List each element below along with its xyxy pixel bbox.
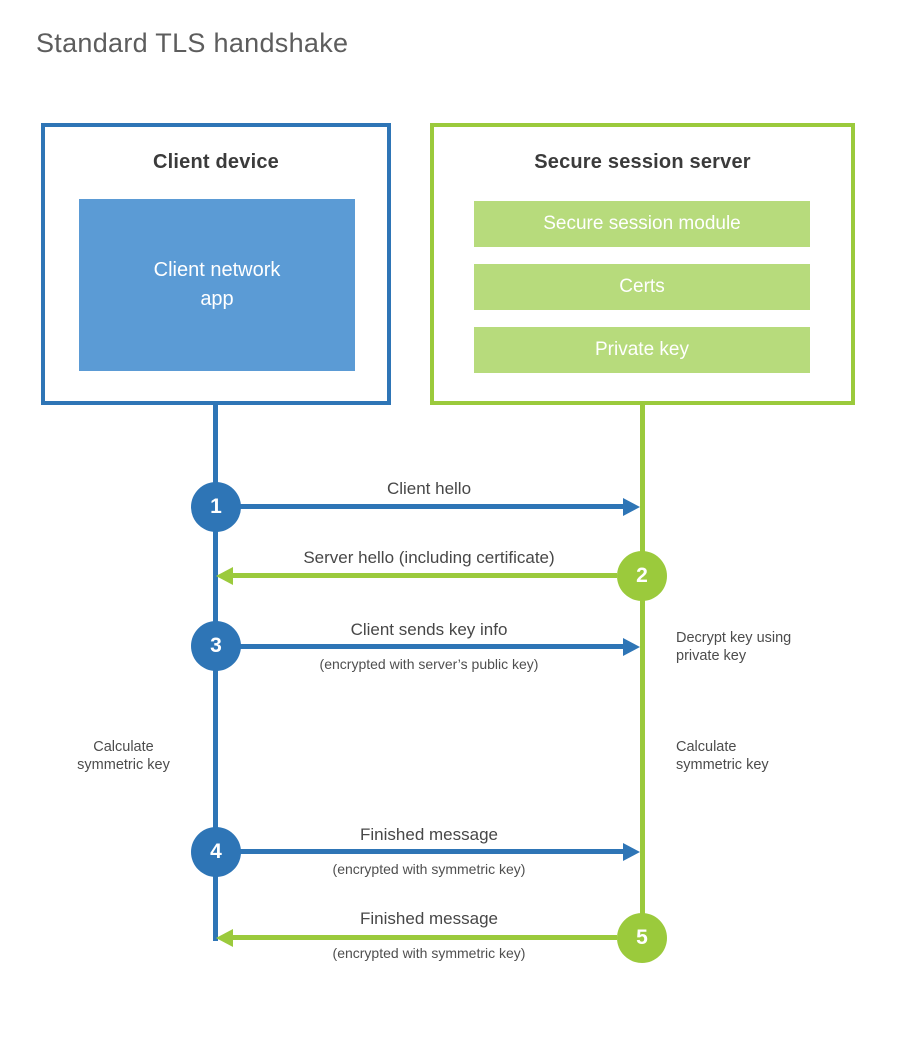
client-device-title: Client device [153,151,279,173]
client-app-label-line2: app [200,288,234,310]
step3-badge: 3 [191,621,241,671]
note-calc-left-line1: Calculate [93,739,154,755]
step2-arrowhead-left-icon [216,567,233,585]
step5-sublabel: (encrypted with symmetric key) [332,945,526,961]
note-calc-right-line1: Calculate [676,739,737,755]
step5-arrow-shaft [233,935,617,940]
step1-badge: 1 [191,482,241,532]
step1-arrow-shaft [240,504,624,509]
step5-arrowhead-left-icon [216,929,233,947]
step2-arrow-shaft [233,573,617,578]
note-decrypt-line2: private key [676,647,747,664]
step4-arrow-shaft [240,849,624,854]
step4-sublabel: (encrypted with symmetric key) [332,861,526,877]
client-network-app-box: Client network app [79,199,355,371]
client-lifeline [213,404,218,941]
step4-label: Finished message [360,825,498,844]
step4-badge: 4 [191,827,241,877]
step5-badge: 5 [617,913,667,963]
note-calculate-symmetric-key-server: Calculate symmetric key [676,739,769,774]
step3-arrowhead-right-icon [623,638,640,656]
note-decrypt-line1: Decrypt key using [676,630,792,646]
step2-badge: 2 [617,551,667,601]
step1-label: Client hello [386,479,472,498]
page-title: Standard TLS handshake [36,28,349,58]
step3-sublabel: (encrypted with server’s public key) [319,656,539,672]
server-row-secure-session-module: Secure session module [474,201,810,247]
step4-arrowhead-right-icon [623,843,640,861]
note-calculate-symmetric-key-client: Calculate symmetric key [60,739,187,774]
step3-arrow-shaft [240,644,624,649]
step3-label: Client sends key info [350,620,508,639]
server-row-private-key: Private key [474,327,810,373]
secure-session-server-title: Secure session server [534,151,751,173]
note-decrypt-key: Decrypt key using private key [676,630,791,665]
client-app-label-line1: Client network [153,259,281,281]
step2-label: Server hello (including certificate) [303,548,555,567]
note-calc-right-line2: symmetric key [676,756,769,773]
step1-arrowhead-right-icon [623,498,640,516]
step5-label: Finished message [360,909,498,928]
server-row-certs: Certs [474,264,810,310]
server-lifeline [640,404,645,938]
note-calc-left-line2: symmetric key [77,756,170,773]
